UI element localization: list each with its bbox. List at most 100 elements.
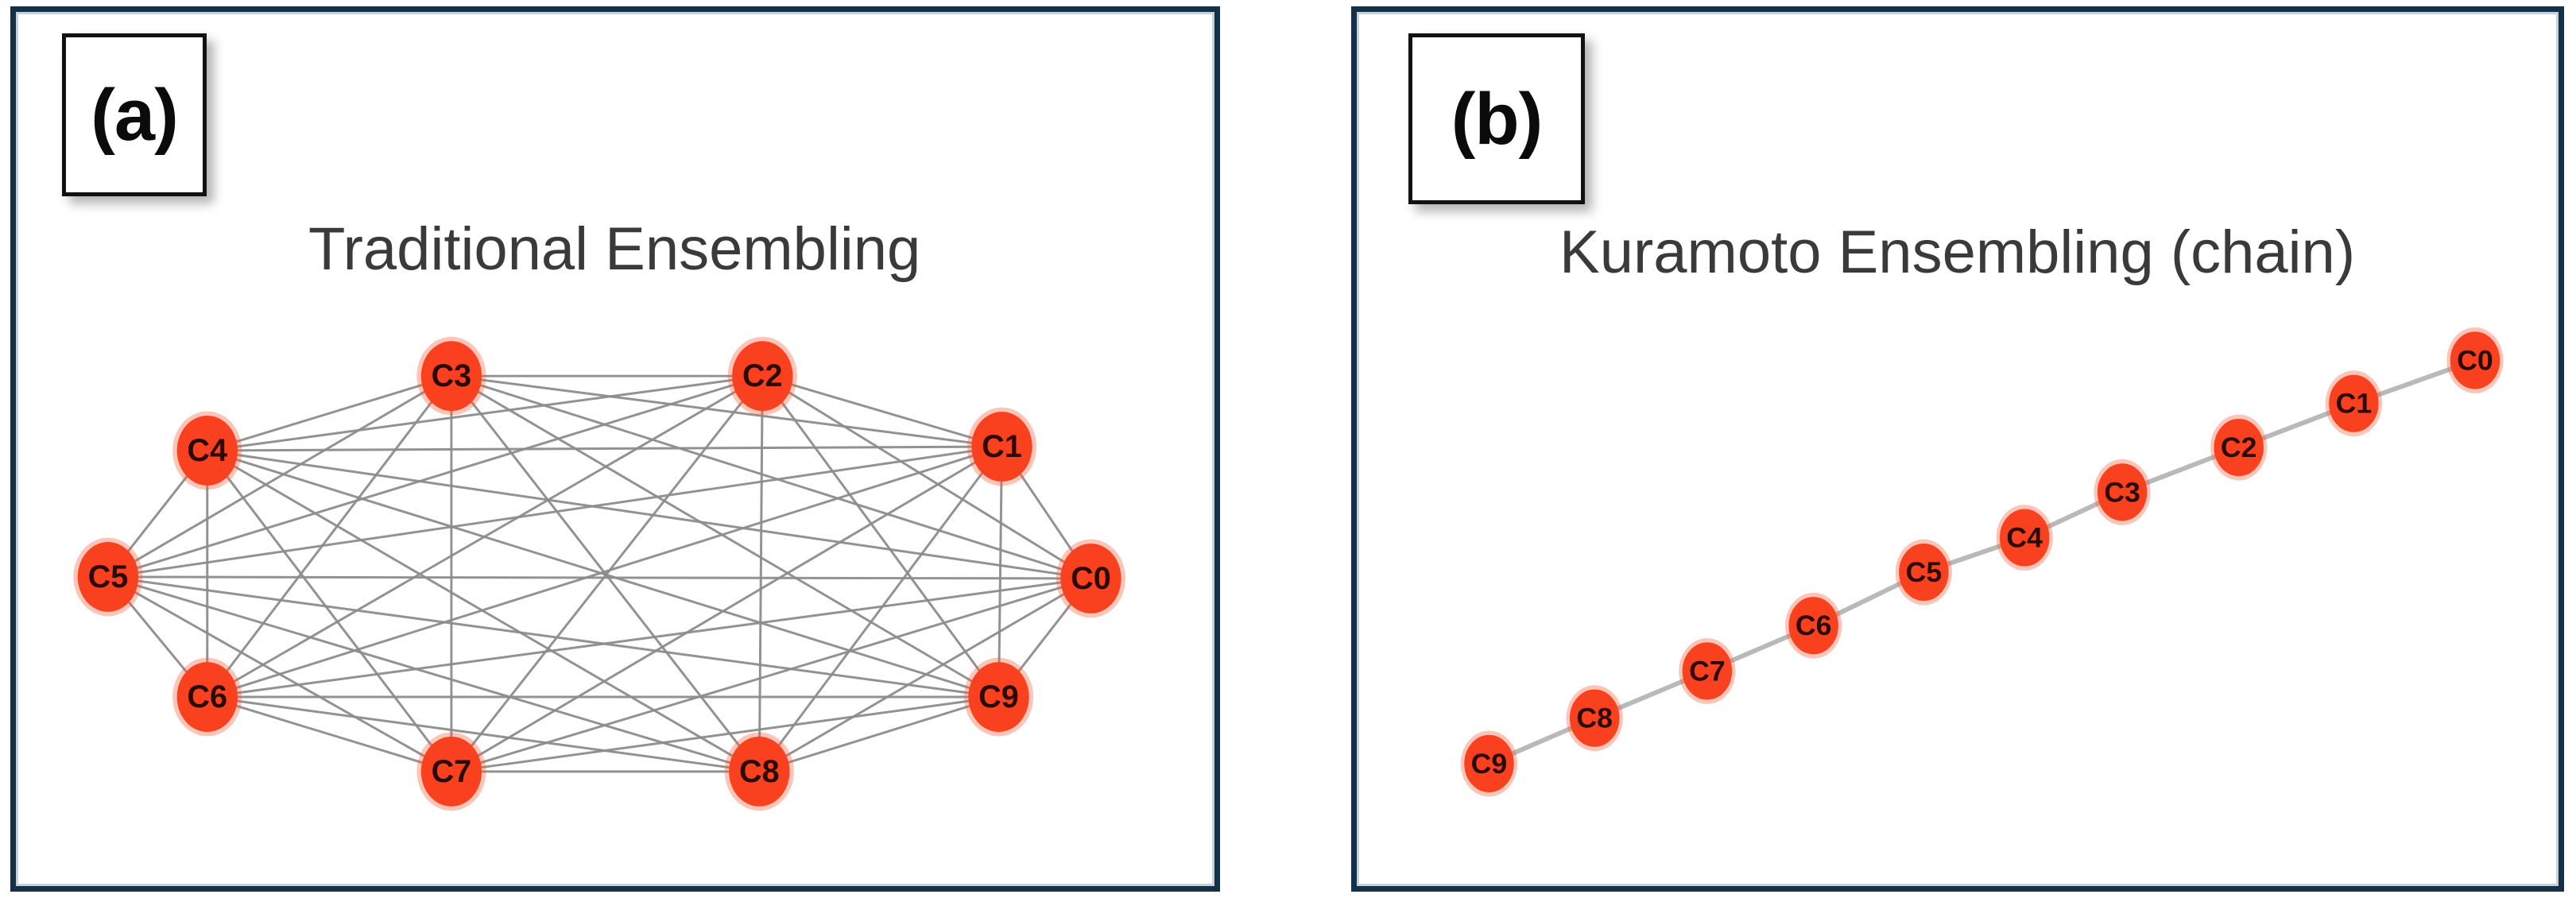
chain-node-c6[interactable]: C6 <box>1785 592 1842 659</box>
panel-a-title: Traditional Ensembling <box>308 215 921 283</box>
graph-node-c4[interactable]: C4 <box>172 411 242 490</box>
graph-edge <box>207 445 1002 452</box>
chain-node-c0[interactable]: C0 <box>2446 327 2504 393</box>
graph-node-c6[interactable]: C6 <box>172 657 242 737</box>
graph-edge <box>761 374 1092 580</box>
graph-node-c0[interactable]: C0 <box>1056 539 1126 618</box>
graph-edge <box>997 447 1003 698</box>
chain-node-c9[interactable]: C9 <box>1460 730 1518 797</box>
panel-b-title: Kuramoto Ensembling (chain) <box>1559 219 2356 286</box>
node-label: C7 <box>1689 655 1726 687</box>
node-label: C4 <box>187 433 227 468</box>
node-circle <box>420 736 482 807</box>
node-label: C8 <box>739 754 780 789</box>
panel-a-tag-label: (a) <box>91 74 178 156</box>
graph-edge <box>451 374 1002 448</box>
node-circle <box>2214 418 2264 477</box>
node-label: C6 <box>187 679 227 714</box>
edge-group-a <box>107 374 1092 773</box>
node-circle <box>176 662 238 732</box>
node-label: C2 <box>742 358 783 393</box>
graph-edge <box>207 449 999 699</box>
graph-edge <box>107 575 999 699</box>
node-label: C9 <box>978 679 1019 714</box>
panel-b-tag-label: (b) <box>1451 78 1543 160</box>
graph-edge <box>207 695 452 773</box>
graph-node-c2[interactable]: C2 <box>727 336 797 416</box>
graph-edge <box>206 375 453 698</box>
graph-edge <box>451 374 1000 699</box>
node-label: C1 <box>2336 388 2373 420</box>
graph-edge <box>758 695 999 773</box>
graph-edge <box>107 575 1091 580</box>
panel-b-tag-box: (b) <box>1408 33 1585 204</box>
graph-edge <box>206 450 453 772</box>
graph-edge <box>757 376 764 772</box>
chain-node-c5[interactable]: C5 <box>1895 539 1953 606</box>
graph-edge <box>107 445 1002 579</box>
graph-edge <box>207 577 1091 699</box>
node-circle <box>2450 331 2500 389</box>
node-label: C9 <box>1471 748 1508 780</box>
graph-node-c7[interactable]: C7 <box>416 732 486 811</box>
graph-edge <box>207 695 760 773</box>
node-label: C0 <box>2457 344 2493 376</box>
node-label: C3 <box>2104 476 2140 508</box>
node-circle <box>2329 374 2379 432</box>
node-circle <box>1060 543 1121 614</box>
graph-edge <box>107 374 452 579</box>
graph-edge <box>107 374 763 579</box>
node-label: C0 <box>1071 561 1111 596</box>
graph-node-c3[interactable]: C3 <box>416 336 486 416</box>
graph-edge <box>207 449 761 773</box>
node-circle <box>1899 543 1949 602</box>
node-label: C7 <box>432 754 472 789</box>
node-circle <box>2000 509 2050 567</box>
node-circle <box>176 416 238 486</box>
graph-node-c5[interactable]: C5 <box>73 537 143 617</box>
node-circle <box>77 542 139 612</box>
graph-edge <box>451 695 999 773</box>
node-circle <box>1464 734 1514 793</box>
graph-edge <box>451 577 1091 773</box>
graph-node-c9[interactable]: C9 <box>963 657 1034 737</box>
graph-edge <box>107 575 452 773</box>
node-label: C4 <box>2006 522 2043 554</box>
chain-node-c8[interactable]: C8 <box>1566 685 1623 752</box>
node-label: C3 <box>432 358 472 393</box>
graph-edge <box>761 375 1000 698</box>
node-label: C2 <box>2221 432 2257 463</box>
node-circle <box>968 662 1029 732</box>
node-circle <box>1570 689 1620 747</box>
node-label: C5 <box>1906 556 1943 588</box>
chain-node-c7[interactable]: C7 <box>1679 637 1736 704</box>
panel-a-tag-box: (a) <box>62 33 207 196</box>
chain-node-c2[interactable]: C2 <box>2210 414 2268 481</box>
node-circle <box>2097 463 2148 521</box>
graph-node-c8[interactable]: C8 <box>724 732 794 811</box>
graph-edge <box>451 445 1003 773</box>
graph-edge <box>207 374 452 452</box>
chain-node-c4[interactable]: C4 <box>1996 505 2053 571</box>
node-circle <box>1682 642 1733 700</box>
chain-node-c3[interactable]: C3 <box>2094 459 2151 525</box>
graph-edge <box>207 449 1091 580</box>
graph-edge <box>107 575 760 773</box>
graph-edge <box>451 374 1091 580</box>
graph-edge <box>207 374 763 452</box>
node-circle <box>1788 597 1838 655</box>
node-label: C6 <box>1795 610 1832 641</box>
node-circle <box>420 341 482 412</box>
graph-edge <box>761 374 1002 448</box>
chain-node-c1[interactable]: C1 <box>2325 370 2383 437</box>
node-label: C1 <box>982 429 1022 464</box>
graph-node-c1[interactable]: C1 <box>966 407 1037 486</box>
node-label: C8 <box>1576 703 1613 734</box>
node-circle <box>729 736 790 807</box>
node-circle <box>732 341 793 412</box>
